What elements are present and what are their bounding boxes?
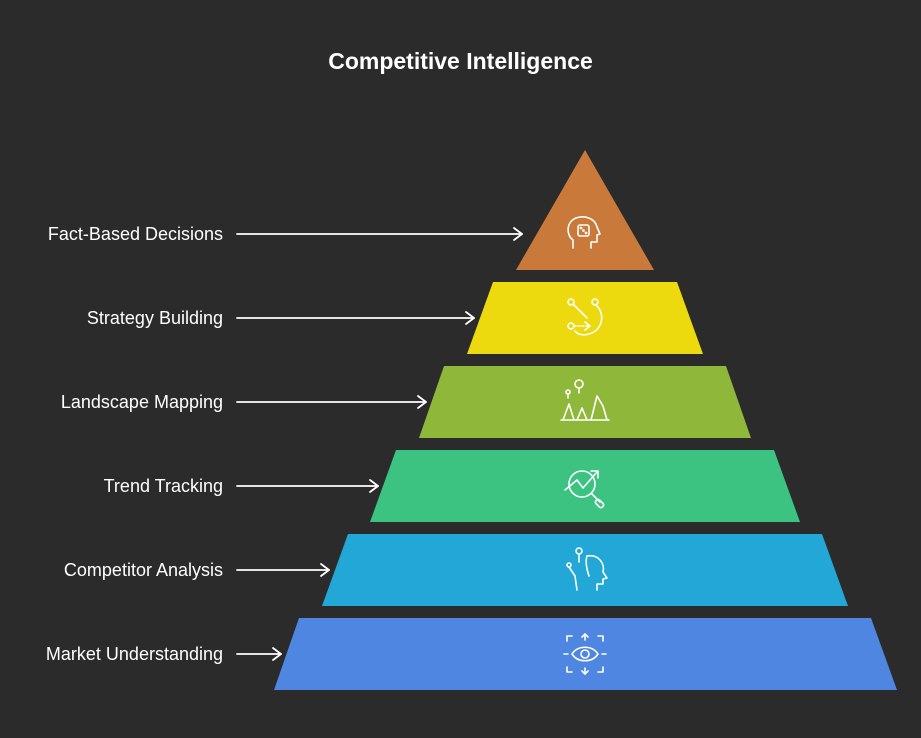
arrow-strategy-building <box>236 311 475 325</box>
label-strategy-building: Strategy Building <box>86 308 223 328</box>
pyramid-level-strategy-building <box>467 282 703 354</box>
head-dice-icon <box>567 216 601 249</box>
arrow-trend-tracking <box>236 479 379 493</box>
arrow-landscape-mapping <box>236 395 427 409</box>
pyramid-level-fact-based-decisions <box>516 150 654 270</box>
diagram-title: Competitive Intelligence <box>328 48 593 74</box>
pyramid-level-competitor-analysis <box>322 534 848 606</box>
label-trend-tracking: Trend Tracking <box>103 476 223 496</box>
landscape-trees-icon <box>560 379 610 421</box>
head-nodes-icon <box>566 547 608 591</box>
arrow-competitor-analysis <box>236 563 330 577</box>
eye-arrows-icon <box>563 633 607 675</box>
label-fact-based-decisions: Fact-Based Decisions <box>47 224 223 244</box>
pyramid-level-market-understanding <box>274 618 897 690</box>
label-market-understanding: Market Understanding <box>45 644 223 664</box>
strategy-path-icon <box>567 298 603 336</box>
label-competitor-analysis: Competitor Analysis <box>63 560 223 580</box>
trend-magnifier-icon <box>564 470 605 509</box>
label-landscape-mapping: Landscape Mapping <box>60 392 223 412</box>
arrow-fact-based-decisions <box>236 227 523 241</box>
arrow-market-understanding <box>236 647 282 661</box>
pyramid-level-landscape-mapping <box>419 366 751 438</box>
